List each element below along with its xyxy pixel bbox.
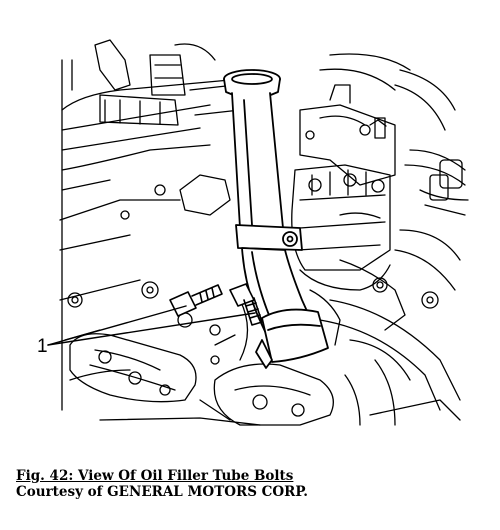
caption-credit: Courtesy of GENERAL MOTORS CORP. bbox=[16, 484, 309, 500]
caption-title: Fig. 42: View Of Oil Filler Tube Bolts bbox=[16, 468, 294, 484]
callout-leaders bbox=[47, 305, 256, 346]
engine-line-drawing: 1 bbox=[37, 39, 469, 426]
callout-label: 1 bbox=[37, 336, 48, 357]
figure-caption: Fig. 42: View Of Oil Filler Tube Bolts C… bbox=[16, 468, 486, 500]
oil-filler-tube bbox=[223, 69, 329, 369]
bolt-right bbox=[229, 283, 263, 326]
bolt-left bbox=[169, 284, 223, 317]
engine-outline bbox=[59, 39, 469, 426]
